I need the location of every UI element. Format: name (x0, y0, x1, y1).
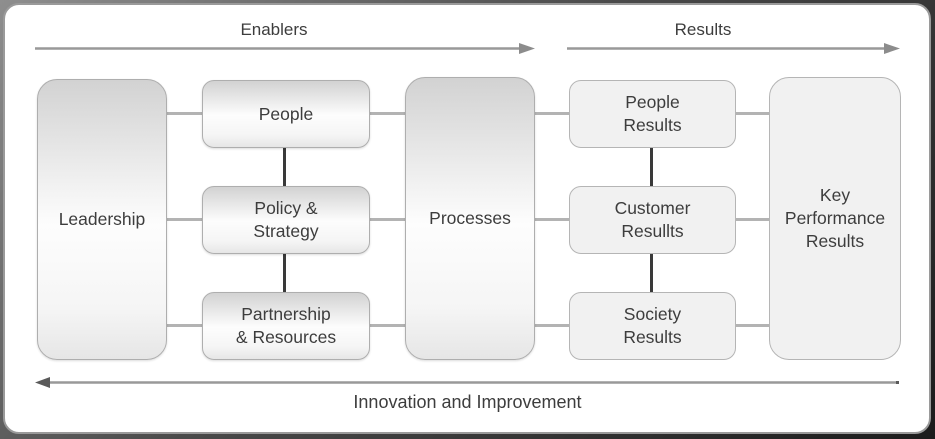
policy-strategy-label: Policy & Strategy (253, 198, 319, 241)
results-header: Results (674, 20, 732, 39)
connector-h-leadership-partnership (164, 324, 203, 327)
connector-v-peopleresults-customerresults (650, 146, 653, 187)
connector-h-people-processes (367, 112, 406, 115)
connector-h-societyresults-kpr (733, 324, 770, 327)
connector-h-processes-customerresults (532, 218, 570, 221)
leadership-label: Leadership (58, 209, 146, 230)
policy-strategy-box: Policy & Strategy (202, 186, 370, 254)
key-performance-results-box: Key Performance Results (769, 77, 901, 360)
connector-v-customerresults-societyresults (650, 252, 653, 293)
processes-label: Processes (429, 208, 511, 229)
key-performance-results-label: Key Performance Results (784, 185, 886, 251)
people-results-label: People Results (623, 92, 682, 135)
connector-h-partnership-processes (367, 324, 406, 327)
connector-v-people-policy (283, 146, 286, 187)
customer-results-label: Customer Resullts (614, 198, 691, 241)
society-results-label: Society Results (623, 304, 682, 347)
connector-h-policy-processes (367, 218, 406, 221)
processes-box: Processes (405, 77, 535, 360)
partnership-resources-label: Partnership & Resources (235, 304, 337, 347)
enablers-arrow-icon (35, 43, 535, 54)
connector-h-peopleresults-kpr (733, 112, 770, 115)
connector-h-leadership-people (164, 112, 203, 115)
connector-v-policy-partnership (283, 252, 286, 293)
innovation-arrow-icon (35, 377, 899, 388)
connector-h-processes-societyresults (532, 324, 570, 327)
results-arrow-icon (567, 43, 900, 54)
society-results-box: Society Results (569, 292, 736, 360)
connector-h-leadership-policy (164, 218, 203, 221)
connector-h-processes-peopleresults (532, 112, 570, 115)
people-box: People (202, 80, 370, 148)
enablers-header: Enablers (240, 20, 308, 39)
connector-h-customerresults-kpr (733, 218, 770, 221)
innovation-label: Innovation and Improvement (353, 392, 582, 412)
people-results-box: People Results (569, 80, 736, 148)
leadership-box: Leadership (37, 79, 167, 360)
partnership-resources-box: Partnership & Resources (202, 292, 370, 360)
customer-results-box: Customer Resullts (569, 186, 736, 254)
people-label: People (258, 103, 314, 124)
